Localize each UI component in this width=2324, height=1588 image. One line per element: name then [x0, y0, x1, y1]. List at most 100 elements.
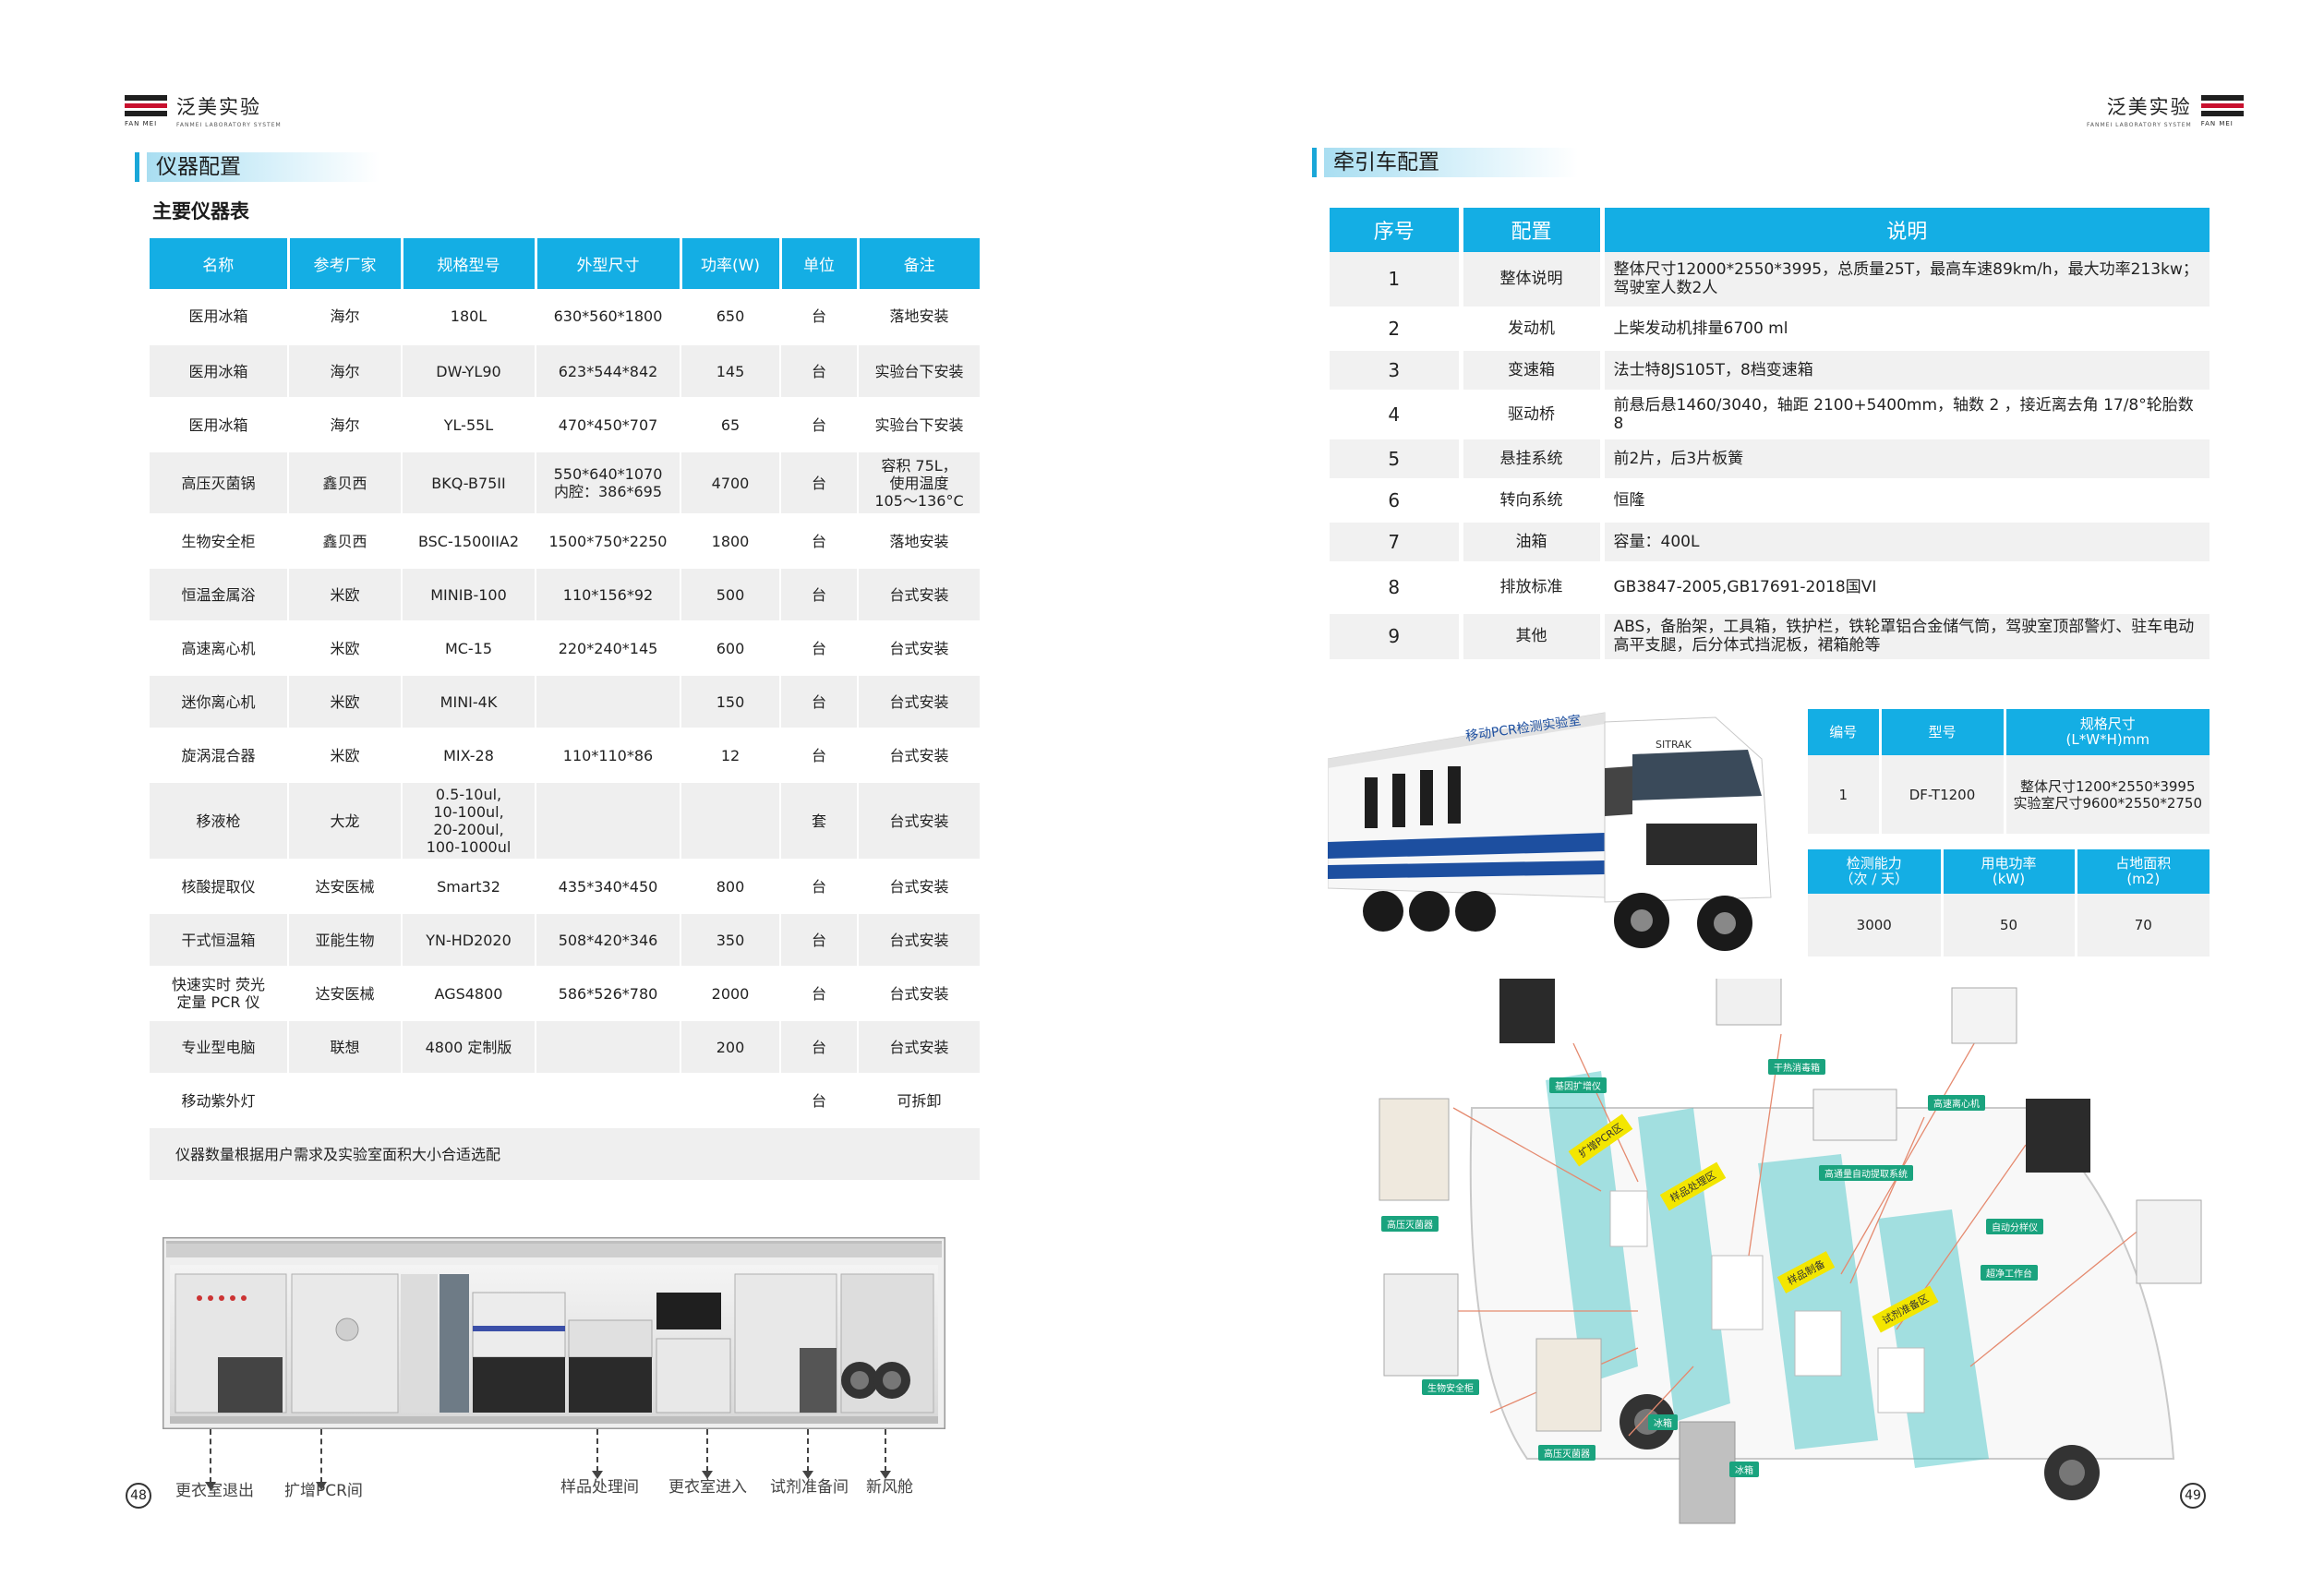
table-cell: 容量：400L: [1602, 521, 2210, 564]
brand-logo: FAN MEI 泛美实验 FANMEI LABORATORY SYSTEM: [125, 92, 282, 128]
equipment-tag: 高速离心机: [1928, 1095, 1985, 1111]
table-cell: 0.5-10ul, 10-100ul, 20-200ul, 100-1000ul: [402, 782, 536, 860]
right-page: 泛美实验 FANMEI LABORATORY SYSTEM FAN MEI 牵引…: [1162, 0, 2324, 1588]
table-cell: 台: [780, 451, 859, 515]
table-cell: [402, 1074, 536, 1128]
lab-layout-diagram: [1379, 979, 2202, 1524]
table-cell: 台: [780, 621, 859, 676]
table-cell: BKQ-B75II: [402, 451, 536, 515]
table-cell: 核酸提取仪: [150, 860, 289, 914]
table-cell: 1: [1808, 755, 1882, 834]
table-cell: 台: [780, 967, 859, 1021]
left-page: FAN MEI 泛美实验 FANMEI LABORATORY SYSTEM 仪器…: [125, 92, 980, 1509]
table-cell: GB3847-2005,GB17691-2018国VI: [1602, 562, 2210, 614]
truck-brand-text: SITRAK: [1656, 739, 1692, 751]
table-cell: 达安医械: [288, 967, 403, 1021]
cutaway-label: 更衣室退出: [175, 1482, 254, 1500]
table-cell: AGS4800: [402, 967, 536, 1021]
table-cell: 落地安装: [858, 514, 980, 569]
table-cell: 排放标准: [1461, 562, 1605, 614]
table-cell: 台式安装: [858, 1020, 980, 1075]
equipment-tag: 高压灭菌器: [1381, 1216, 1439, 1232]
table-cell: 迷你离心机: [150, 675, 289, 729]
arrow-down-icon: [702, 1429, 713, 1479]
cutaway-label: 更衣室进入: [668, 1478, 747, 1497]
table-cell: 台: [780, 728, 859, 783]
table-cell: [536, 782, 681, 860]
table-cell: DF-T1200: [1880, 755, 2006, 834]
table-cell: 台式安装: [858, 913, 980, 968]
table-cell: 发动机: [1461, 307, 1605, 351]
table-cell: 台: [780, 289, 859, 345]
equipment-tag: 冰箱: [1729, 1462, 1759, 1477]
section-title: 牵引车配置: [1312, 148, 1578, 177]
equipment-tag: 高压灭菌器: [1538, 1445, 1595, 1461]
table-cell: [288, 1074, 403, 1128]
table-cell: MIX-28: [402, 728, 536, 783]
table-cell: 鑫贝西: [288, 514, 403, 569]
equipment-tag: 高通量自动提取系统: [1819, 1165, 1913, 1181]
column-header: 说明: [1602, 208, 2210, 252]
arrow-down-icon: [205, 1429, 216, 1490]
table-cell: 油箱: [1461, 521, 1605, 564]
table-cell: 5: [1330, 438, 1463, 481]
table-cell: MINI-4K: [402, 675, 536, 729]
table-cell: 2000: [680, 967, 781, 1021]
table-cell: DW-YL90: [402, 344, 536, 399]
table-cell: 干式恒温箱: [150, 913, 289, 968]
column-header: 规格型号: [402, 238, 537, 289]
table-cell: 7: [1330, 521, 1463, 564]
table-cell: 4: [1330, 391, 1463, 439]
table-cell: 3: [1330, 349, 1463, 392]
table-header-row: 名称参考厂家规格型号外型尺寸功率(W)单位备注: [150, 238, 980, 289]
page-number: 48: [126, 1483, 151, 1509]
table-cell: 台: [780, 675, 859, 729]
table-cell: MC-15: [402, 621, 536, 676]
table-cell: 1800: [680, 514, 781, 569]
table-cell: YL-55L: [402, 398, 536, 452]
arrow-down-icon: [316, 1429, 327, 1490]
table-cell: 470*450*707: [536, 398, 681, 452]
table-cell: MINIB-100: [402, 568, 536, 622]
table-header-row: 序号配置说明: [1330, 208, 2210, 252]
table-cell: 145: [680, 344, 781, 399]
table-cell: 整体尺寸12000*2550*3995，总质量25T，最高车速89km/h，最大…: [1602, 252, 2210, 309]
table-cell: 台: [780, 344, 859, 399]
equipment-tag: 生物安全柜: [1422, 1379, 1479, 1395]
table-cell: 专业型电脑: [150, 1020, 289, 1075]
section-title: 仪器配置: [135, 152, 379, 182]
column-header: 功率(W): [680, 238, 782, 289]
table-cell: 移动紫外灯: [150, 1074, 289, 1128]
table-cell: 联想: [288, 1020, 403, 1075]
table-cell: 台: [780, 1074, 859, 1128]
table-cell: 台: [780, 913, 859, 968]
table-cell: ABS，备胎架，工具箱，铁护栏，铁轮罩铝合金储气筒，驾驶室顶部警灯、驻车电动 高…: [1602, 612, 2210, 662]
table-cell: 旋涡混合器: [150, 728, 289, 783]
table-row: 移动紫外灯台可拆卸: [150, 1074, 980, 1128]
table-cell: 亚能生物: [288, 913, 403, 968]
table-cell: 4800 定制版: [402, 1020, 536, 1075]
column-header: 备注: [858, 238, 980, 289]
arrow-down-icon: [802, 1429, 813, 1479]
cutaway-label: 扩增PCR间: [284, 1482, 363, 1500]
table-cell: 前2片，后3片板簧: [1602, 438, 2210, 481]
table-cell: [536, 675, 681, 729]
column-header: 检测能力 （次 / 天）: [1808, 849, 1944, 894]
table-cell: 586*526*780: [536, 967, 681, 1021]
table-cell: [680, 782, 781, 860]
